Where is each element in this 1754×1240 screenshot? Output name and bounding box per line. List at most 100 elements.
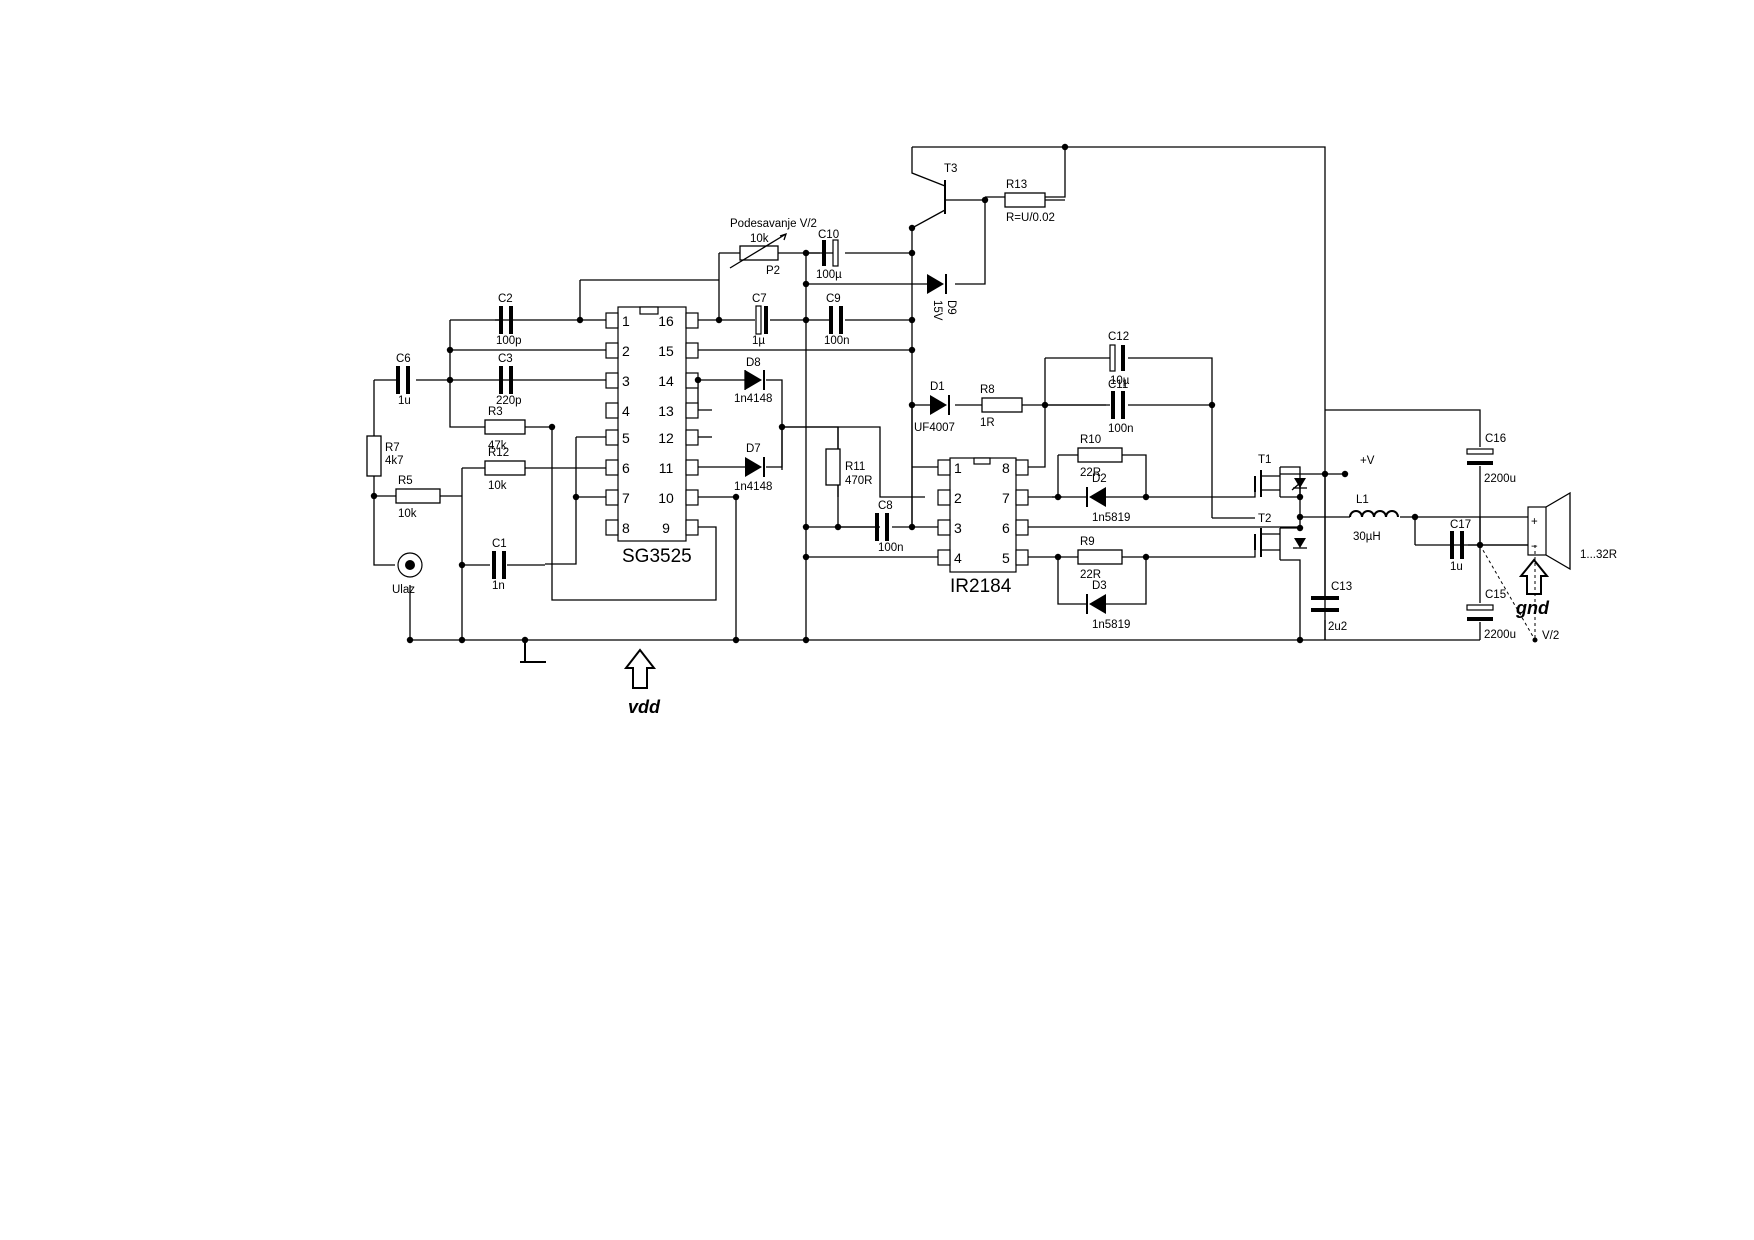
ir-pin-5: 5 — [1002, 550, 1010, 566]
ir2184-chip: 1 2 3 4 8 7 6 5 IR2184 — [937, 457, 1029, 597]
t3-label: T3 — [944, 163, 957, 175]
d9-value: 15V — [931, 300, 943, 321]
d8-label: D8 — [746, 357, 761, 369]
sg3525-notch — [639, 306, 659, 315]
d9-label: D9 — [945, 300, 957, 315]
resistor-r9: R9 22R — [1077, 536, 1123, 581]
capacitor-c7: C7 1µ — [752, 293, 768, 347]
capacitor-c12: C12 10µ — [1108, 331, 1130, 387]
c3-label: C3 — [498, 353, 513, 365]
c12-value: 10µ — [1110, 375, 1130, 387]
gnd-label: gnd — [1515, 598, 1550, 618]
d7-label: D7 — [746, 443, 761, 455]
inductor-l1: L1 30µH — [1349, 494, 1399, 543]
diode-d1: D1 UF4007 — [914, 381, 955, 434]
r12-value: 10k — [488, 480, 507, 492]
diode-d8: D8 1n4148 — [734, 357, 772, 405]
sg3525-chip: 1 2 3 4 5 6 7 8 16 15 14 13 12 11 10 9 S… — [605, 306, 699, 567]
speaker-impedance: 1...32R — [1580, 549, 1617, 561]
mosfet-t2: T2 — [1254, 513, 1307, 560]
c10-value: 100µ — [816, 269, 842, 281]
sg-pin-16: 16 — [658, 313, 674, 329]
capacitor-c2: C2 100p — [495, 293, 522, 347]
sg3525-left-pins: 1 2 3 4 5 6 7 8 — [605, 312, 630, 536]
ulaz-label: Ulaz — [392, 584, 415, 596]
l1-label: L1 — [1356, 494, 1369, 506]
sg-pin-10: 10 — [658, 490, 674, 506]
c9-label: C9 — [826, 293, 841, 305]
r3-value: 47k — [488, 440, 507, 452]
vdd-label: vdd — [628, 697, 661, 717]
sg3525-right-pins: 16 15 14 13 12 11 10 9 — [658, 312, 699, 536]
capacitor-c1: C1 1n — [492, 538, 507, 592]
r13-label: R13 — [1006, 179, 1027, 191]
sg-pin-9: 9 — [662, 520, 670, 536]
sg-pin-5: 5 — [622, 430, 630, 446]
c16-label: C16 — [1485, 433, 1506, 445]
l1-value: 30µH — [1353, 531, 1381, 543]
c11-value: 100n — [1108, 423, 1134, 435]
c16-value: 2200u — [1484, 473, 1516, 485]
diodes: D8 1n4148 D7 1n4148 D9 15V D1 UF4007 D2 … — [734, 274, 1130, 631]
diode-d3: D3 1n5819 — [1086, 580, 1130, 631]
resistor-r11: R11 470R — [825, 448, 873, 487]
r11-value: 470R — [845, 475, 873, 487]
r12-label: R12 — [488, 447, 509, 459]
resistor-r3: R3 47k — [484, 406, 526, 452]
diode-d9: D9 15V — [927, 274, 957, 321]
capacitors: C2 100p C6 1u C3 220p C1 1n C10 100µ C7 — [396, 229, 1516, 641]
r13-value: R=U/0.02 — [1006, 212, 1055, 224]
input-connector: Ulaz — [392, 552, 423, 596]
capacitor-c16: C16 2200u — [1466, 433, 1516, 485]
resistor-r13: R13 R=U/0.02 — [1004, 179, 1055, 224]
ir-pin-1: 1 — [954, 460, 962, 476]
ir2184-label: IR2184 — [950, 576, 1012, 597]
capacitor-c10: C10 100µ — [816, 229, 842, 281]
d1-label: D1 — [930, 381, 945, 393]
resistor-r5: R5 10k — [395, 475, 441, 520]
c8-value: 100n — [878, 542, 904, 554]
r7-label: R7 — [385, 442, 400, 454]
c13-value: 2u2 — [1328, 621, 1347, 633]
sg-pin-12: 12 — [658, 430, 674, 446]
capacitor-c8: C8 100n — [875, 500, 904, 554]
ir2184-notch — [973, 457, 991, 465]
p2-label: P2 — [766, 265, 780, 277]
ir-pin-4: 4 — [954, 550, 962, 566]
sg-pin-1: 1 — [622, 313, 630, 329]
resistor-r8: R8 1R — [980, 384, 1023, 429]
sg-pin-13: 13 — [658, 403, 674, 419]
ir-pin-7: 7 — [1002, 490, 1010, 506]
ir-pin-8: 8 — [1002, 460, 1010, 476]
r8-value: 1R — [980, 417, 995, 429]
r9-label: R9 — [1080, 536, 1095, 548]
potentiometer-p2: Podesavanje V/2 10k P2 — [729, 218, 817, 277]
c15-label: C15 — [1485, 589, 1506, 601]
c17-value: 1u — [1450, 561, 1463, 573]
d3-value: 1n5819 — [1092, 619, 1130, 631]
r3-label: R3 — [488, 406, 503, 418]
r7-value: 4k7 — [385, 455, 404, 467]
c7-label: C7 — [752, 293, 767, 305]
capacitor-c13: C13 2u2 — [1311, 581, 1352, 633]
ir-pin-6: 6 — [1002, 520, 1010, 536]
plus-v-label: +V — [1360, 455, 1375, 467]
sg-pin-7: 7 — [622, 490, 630, 506]
sg3525-body — [617, 306, 687, 542]
r10-label: R10 — [1080, 434, 1101, 446]
c15-value: 2200u — [1484, 629, 1516, 641]
ir-pin-3: 3 — [954, 520, 962, 536]
junctions — [370, 143, 1484, 644]
gnd-arrow-icon: gnd V/2 — [1479, 544, 1559, 643]
r5-label: R5 — [398, 475, 413, 487]
c2-value: 100p — [496, 335, 522, 347]
resistor-r7: R7 4k7 — [366, 435, 404, 477]
c2-label: C2 — [498, 293, 513, 305]
c1-value: 1n — [492, 580, 505, 592]
capacitor-c9: C9 100n — [824, 293, 850, 347]
diode-d2: D2 1n5819 — [1086, 473, 1130, 524]
sg-pin-11: 11 — [659, 460, 674, 476]
c17-label: C17 — [1450, 519, 1471, 531]
r11-label: R11 — [845, 461, 865, 473]
